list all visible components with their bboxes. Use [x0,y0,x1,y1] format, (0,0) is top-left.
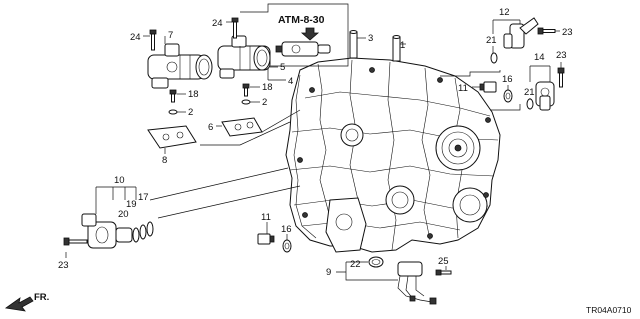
atm-reference-box: ATM-8-30 [240,3,349,80]
callout-20: 20 [118,209,129,220]
bolt-23-upper [537,27,556,35]
gasket-8 [147,125,197,149]
atm-reference-label: ATM-8-30 [278,14,325,26]
callout-21-upper: 21 [486,35,497,46]
callout-9: 9 [326,267,331,278]
bolt-18-mid [242,83,250,97]
o-ring-21-upper [490,52,498,64]
callout-14: 14 [534,52,545,63]
callout-19: 19 [126,199,137,210]
callout-3: 3 [368,33,373,44]
gasket-6 [221,117,263,137]
o-rings-17-19-20 [132,221,154,243]
callout-25: 25 [438,256,449,267]
callout-labels: 1 2 2 3 4 5 6 7 8 9 10 11 11 12 14 16 16… [58,7,573,278]
shift-solenoid-5 [217,35,271,79]
dowel-pin-1 [392,35,401,62]
callout-18-left: 18 [188,89,199,100]
callout-7: 7 [168,30,173,41]
callout-16-right: 16 [502,74,513,85]
o-ring-2-left [168,109,178,115]
sub-harness-9 [368,256,437,305]
front-direction-arrow: FR. [4,292,49,312]
callout-11-lower: 11 [261,212,271,223]
o-ring-2-mid [241,99,251,105]
callout-5: 5 [280,62,285,73]
callout-2-mid: 2 [262,97,267,108]
callout-24-left: 24 [130,32,141,43]
callout-4: 4 [288,76,293,87]
speed-sensor-12 [503,17,539,49]
washer-16-lower [282,239,292,253]
o-ring-21-lower [526,98,534,110]
callout-8: 8 [162,155,167,166]
dowel-pin-3 [349,30,358,59]
down-arrow-icon [300,27,320,41]
callout-16-lower: 16 [281,224,292,235]
linear-solenoid-10 [81,213,133,249]
callout-23-upper: 23 [562,27,573,38]
bolt-25 [435,269,452,276]
callout-22: 22 [350,259,361,270]
diagram-code: TR04A0710 [586,305,632,315]
leader-lines [65,19,562,281]
callout-23-left: 23 [58,260,69,271]
callout-11-right: 11 [458,83,468,94]
callout-24-mid: 24 [212,18,223,29]
speed-sensor-14 [535,81,555,111]
callout-12: 12 [499,7,510,18]
bolt-24-mid [231,17,239,39]
bolt-23-left [63,237,88,246]
bolt-24-left [149,29,157,51]
transmission-case [285,57,501,253]
callout-18-mid: 18 [262,82,273,93]
bolt-18-left [169,89,177,103]
callout-6: 6 [208,122,213,133]
bolt-23-right [557,67,565,88]
callout-2-left: 2 [188,107,193,118]
front-arrow-icon [4,296,34,312]
callout-10: 10 [114,175,125,186]
front-label: FR. [34,292,49,303]
callout-23-right: 23 [556,50,567,61]
drain-plug-11-lower [257,233,275,245]
callout-21-lower: 21 [524,87,535,98]
drain-plug-11-right [479,81,497,93]
washer-16-right [503,89,513,103]
callout-1: 1 [400,40,405,51]
shift-solenoid-7 [147,43,213,89]
callout-17: 17 [138,192,149,203]
